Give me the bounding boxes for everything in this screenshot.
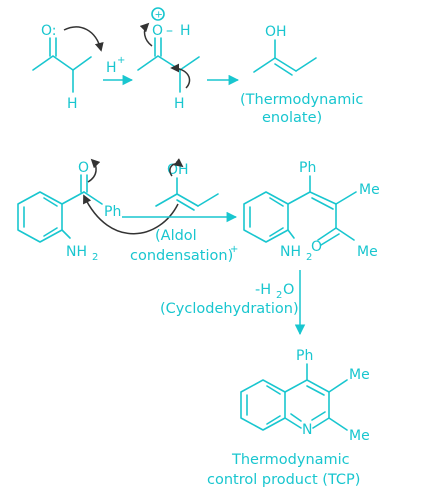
proton-charge: +	[117, 55, 125, 66]
oxonium-dash: –	[166, 23, 173, 39]
proton-label: H	[106, 60, 117, 76]
aldol-condition-line1: (Aldol	[155, 228, 197, 244]
curved-arrow-protonation	[63, 26, 104, 52]
amine-label: NH	[66, 244, 87, 260]
oxonium-h-label: H	[180, 23, 191, 39]
step1-enol: OH (Thermodynamic enolate)	[240, 24, 363, 126]
product-amine-subscript: 2	[306, 252, 312, 263]
curved-arrow-ch-to-cc	[170, 63, 191, 89]
condition-line1-subscript: 2	[276, 290, 282, 301]
ketone-oxygen-label: O:	[41, 23, 57, 39]
step1-oxonium: + O – H H	[137, 7, 200, 112]
enol-caption-line1: (Thermodynamic	[240, 92, 363, 108]
product-methyl-top-label: Me	[359, 182, 380, 198]
cyclodehydration-condition: -H 2 O (Cyclodehydration)	[160, 282, 299, 317]
product-oxygen-label: O	[311, 239, 322, 255]
oxonium-alpha-h-label: H	[174, 96, 185, 112]
step2-aminobenzophenone: O Ph NH 2	[17, 160, 121, 263]
curved-arrow-enol-attack	[83, 194, 179, 235]
oxonium-oxygen-label: O	[152, 23, 163, 39]
curved-arrow-oh	[169, 158, 184, 177]
enol-caption-line2: enolate)	[262, 110, 322, 126]
proton: H +	[106, 55, 125, 76]
product-caption-line2: control product (TCP)	[207, 472, 360, 488]
condition-line1-suffix: O	[283, 282, 294, 298]
product-methyl-bottom-label: Me	[357, 244, 378, 260]
phenyl-label: Ph	[104, 204, 121, 220]
curved-arrow-pi-to-o	[139, 22, 153, 47]
product-phenyl-label: Ph	[299, 160, 316, 176]
oxonium-charge-circle	[151, 7, 165, 21]
alpha-h-label: H	[67, 96, 78, 112]
quinoline-nitrogen-label: N	[302, 422, 312, 438]
product-caption-line1: Thermodynamic	[231, 452, 350, 468]
amine-subscript: 2	[92, 252, 98, 263]
enol-oh-label: OH	[265, 24, 287, 40]
step2-enol: OH	[155, 162, 219, 211]
plus-sign: +	[230, 244, 238, 255]
condition-line1-prefix: -H	[255, 282, 271, 298]
quinoline-methyl-bottom-label: Me	[349, 428, 370, 444]
step2-aldol-product: Ph Me NH 2 O Me	[243, 160, 380, 263]
product-amine-label: NH	[280, 244, 301, 260]
step3-quinoline: Ph Me N Me Thermodynamic control product…	[207, 348, 370, 488]
condition-line2: (Cyclodehydration)	[160, 301, 299, 317]
step1-ketone: O: H	[32, 23, 92, 112]
ketone-oxygen-label: O	[78, 160, 89, 176]
curved-arrow-carbonyl	[87, 158, 101, 183]
quinoline-phenyl-label: Ph	[296, 348, 313, 364]
oxonium-charge-sign: +	[155, 10, 163, 21]
quinoline-methyl-top-label: Me	[349, 367, 370, 383]
aldol-condition-line2: condensation)	[130, 248, 233, 264]
